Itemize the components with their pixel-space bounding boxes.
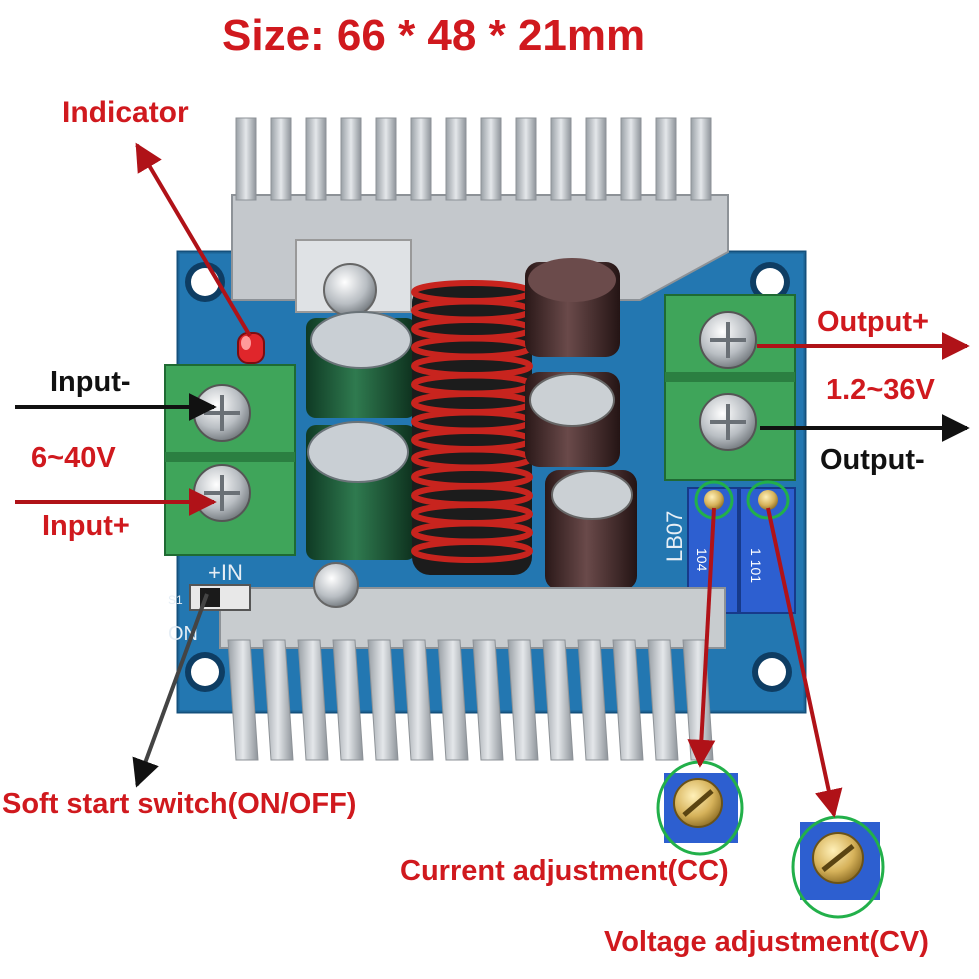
input-terminal-block [164,364,296,556]
heatsink-fin [367,639,399,761]
heatsink-fin [612,639,644,761]
silk-model: LB07 [662,511,687,562]
heatsink-fin [437,639,469,761]
heatsink-fin [480,117,502,201]
voltage-pot-zoom [791,815,885,919]
heatsink-fin [507,639,539,761]
silk-pot-code: 104 [694,548,710,572]
indicator-label: Indicator [62,96,189,129]
voltage-adj-arrow [766,507,843,818]
silk-s1: S1 [168,593,183,607]
input-minus-label: Input- [50,366,131,398]
heatsink-fin [410,117,432,201]
input-range-label: 6~40V [31,442,116,474]
heatsink-fin [270,117,292,201]
heatsink-fin [375,117,397,201]
heatsink-fin [340,117,362,201]
brown-capacitor-2 [525,372,620,467]
silk-in-plus: +IN [208,560,243,585]
heatsink-fin [577,639,609,761]
soft-start-label: Soft start switch(ON/OFF) [2,788,357,820]
heatsink-fin [305,117,327,201]
heatsink-fin [445,117,467,201]
output-plus-label: Output+ [817,306,929,338]
heatsink-fin [297,639,329,761]
arrows [15,142,970,818]
green-capacitor-1 [306,311,416,418]
green-capacitor-2 [306,421,416,560]
output-terminal-block [664,294,796,481]
indicator-arrow [135,142,252,338]
soft-start-switch [189,584,251,611]
heatsink-fin [515,117,537,201]
page-title: Size: 66 * 48 * 21mm [222,11,646,60]
mounting-holes [185,262,792,692]
brown-capacitor-3 [545,470,637,590]
silk-pot-code-2: 1 101 [748,548,764,583]
heatsink-fin [585,117,607,201]
heatsink-fin [262,639,294,761]
soft-start-arrow [132,593,209,788]
voltage-adj-label: Voltage adjustment(CV) [604,926,929,958]
heatsink-fin [620,117,642,201]
current-pot-zoom [656,760,744,856]
heatsink-fin [235,117,257,201]
brown-capacitor-1 [525,258,620,357]
heatsink-fin [655,117,677,201]
inductor [411,280,533,575]
heatsink-fin [542,639,574,761]
heatsink-fin [472,639,504,761]
output-minus-label: Output- [820,444,925,476]
heatsink-fin [690,117,712,201]
heatsink-fin [332,639,364,761]
current-adj-label: Current adjustment(CC) [400,855,729,887]
input-plus-label: Input+ [42,510,130,542]
inductor-winding [411,539,533,563]
heatsink-fin [227,639,259,761]
heatsink-fin [550,117,572,201]
bottom-heatsink [219,587,726,761]
cv-pot-highlight [746,480,790,520]
heatsink-fin [647,639,679,761]
indicator-led [237,332,265,364]
current-adj-arrow [687,507,716,768]
output-range-label: 1.2~36V [826,374,935,406]
heatsink-fin [402,639,434,761]
